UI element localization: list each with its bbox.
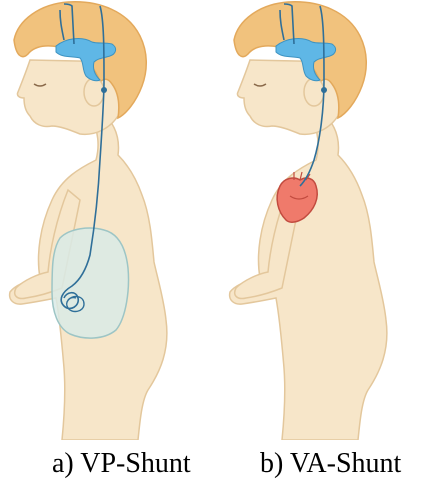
child-figure-vp <box>10 2 167 440</box>
caption-row: a) VP-Shunt b) VA-Shunt <box>0 440 426 490</box>
child-figure-va <box>230 2 387 440</box>
shunt-valve-va <box>321 87 327 93</box>
caption-va-shunt: b) VA-Shunt <box>260 444 401 484</box>
child-ear-vp <box>84 78 104 106</box>
shunt-illustration <box>0 0 426 440</box>
abdominal-cavity <box>52 228 129 338</box>
caption-vp-shunt: a) VP-Shunt <box>52 444 191 484</box>
shunt-valve-vp <box>101 87 107 93</box>
child-ear-va <box>304 78 324 106</box>
